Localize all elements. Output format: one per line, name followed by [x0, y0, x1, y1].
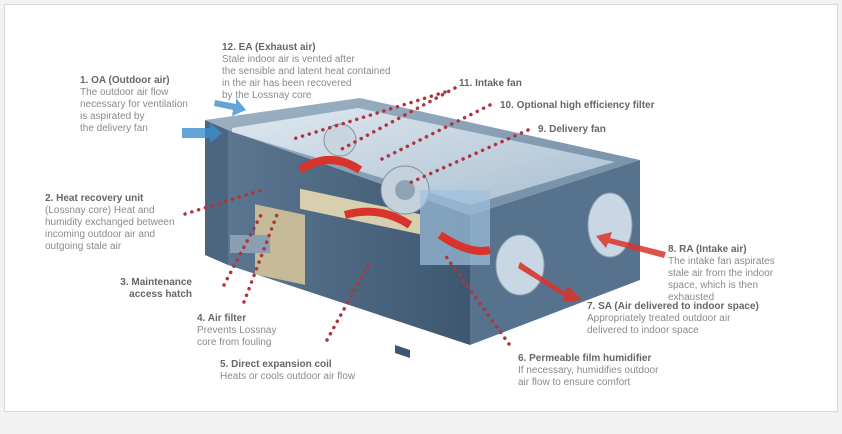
oa-inlet-arrow: [182, 123, 222, 143]
sa-arrow: [518, 262, 582, 302]
internal-flow-arrow: [297, 156, 363, 174]
label-title: 7. SA (Air delivered to indoor space): [587, 301, 759, 312]
unit-foot: [395, 345, 410, 358]
label-desc: If necessary, humidifies outdoor air flo…: [518, 365, 659, 388]
label-sa: 7. SA (Air delivered to indoor space)App…: [587, 301, 759, 337]
lossnay-core: [255, 204, 305, 285]
label-desc: Prevents Lossnay core from fouling: [197, 325, 277, 348]
label-title: 5. Direct expansion coil: [220, 359, 332, 370]
unit-left-face: [205, 120, 228, 265]
label-intake-fan: 11. Intake fan: [459, 78, 522, 90]
label-title: 10. Optional high efficiency filter: [500, 100, 655, 111]
label-desc: (Lossnay core) Heat and humidity exchang…: [45, 205, 175, 252]
label-desc: Heats or cools outdoor air flow: [220, 371, 356, 382]
unit-front-face: [228, 130, 470, 345]
label-title: 8. RA (Intake air): [668, 244, 747, 255]
ea-outlet-arrow: [214, 98, 246, 116]
label-ea: 12. EA (Exhaust air)Stale indoor air is …: [222, 42, 390, 102]
label-title: 3. Maintenance access hatch: [120, 277, 192, 300]
label-desc: The intake fan aspirates stale air from …: [668, 256, 775, 303]
label-title: 9. Delivery fan: [538, 124, 606, 135]
label-hepa: 10. Optional high efficiency filter: [500, 100, 654, 112]
access-hatch: [230, 235, 270, 253]
label-desc: Appropriately treated outdoor air delive…: [587, 313, 731, 336]
label-delivery-fan: 9. Delivery fan: [538, 124, 606, 136]
leader-lines: [183, 86, 530, 346]
intake-fan: [323, 123, 357, 157]
label-ra: 8. RA (Intake air)The intake fan aspirat…: [668, 244, 775, 304]
label-heat-recovery: 2. Heat recovery unit(Lossnay core) Heat…: [45, 193, 175, 253]
label-title: 11. Intake fan: [459, 78, 522, 89]
label-desc: Stale indoor air is vented after the sen…: [222, 54, 391, 101]
label-title: 2. Heat recovery unit: [45, 193, 144, 204]
label-title: 6. Permeable film humidifier: [518, 353, 652, 364]
ra-arrow: [596, 232, 666, 258]
label-title: 12. EA (Exhaust air): [222, 42, 316, 53]
label-maintenance: 3. Maintenance access hatch: [100, 277, 192, 301]
label-desc: The outdoor air flow necessary for venti…: [80, 87, 188, 134]
label-oa: 1. OA (Outdoor air)The outdoor air flow …: [80, 75, 188, 135]
label-title: 4. Air filter: [197, 313, 247, 324]
label-title: 1. OA (Outdoor air): [80, 75, 170, 86]
